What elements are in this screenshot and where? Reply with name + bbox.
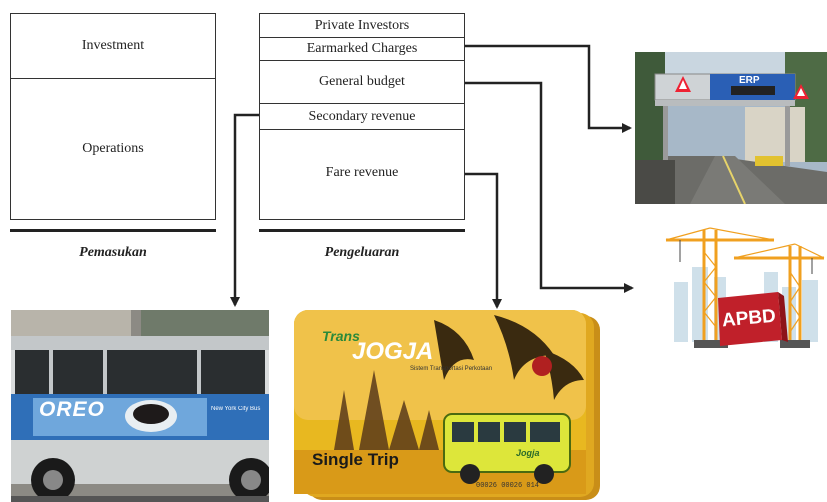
ticket-brand-main: JOGJA [352,338,434,365]
income-caption: Pemasukan [79,245,147,260]
apbd-cranes-illustration: APBD [664,222,827,356]
bus-side-text: New York City Bus [211,406,261,412]
expense-row-private-investors: Private Investors [260,14,464,38]
row-label: Secondary revenue [308,108,416,124]
row-label: Operations [82,141,144,156]
expense-underline [259,229,465,232]
row-label: General budget [319,74,405,89]
income-table: Investment Operations [10,13,216,220]
ticket-serial: 00026 00026 014 [476,482,540,490]
expense-row-secondary-revenue: Secondary revenue [260,104,464,130]
ticket-brand-top: Trans [322,328,360,344]
row-label: Earmarked Charges [306,41,418,56]
expense-row-earmarked-charges: Earmarked Charges [260,38,464,61]
ticket-subtitle: Sistem Transportasi Perkotaan [410,366,493,372]
ticket-bus-logo: Jogja [516,448,540,458]
arrow-secondary-to-bus [230,113,259,307]
bus-ad-oreo: OREO [39,398,105,421]
erp-sign-text: ERP [739,75,760,86]
expense-caption: Pengeluaran [324,245,400,260]
row-label: Fare revenue [325,165,399,180]
expense-row-fare-revenue: Fare revenue [260,130,464,219]
income-row-investment: Investment [11,14,215,79]
apbd-label: APBD [721,305,777,332]
ticket-product: Single Trip [312,450,399,469]
arrow-earmarked-to-erp [465,44,632,133]
row-label: Investment [81,38,145,53]
arrow-fare-to-ticket [465,172,502,309]
income-underline [10,229,216,232]
row-label: Private Investors [314,17,410,33]
expense-row-general-budget: General budget [260,61,464,104]
single-trip-ticket-photo: Trans JOGJA Sistem Transportasi Perkotaa… [294,310,604,502]
erp-gantry-photo: ERP [635,52,827,204]
expense-table: Private Investors Earmarked Charges Gene… [259,13,465,220]
income-row-operations: Operations [11,79,215,219]
arrow-budget-to-apbd [465,81,634,293]
city-bus-photo: OREO New York City Bus [11,310,269,502]
